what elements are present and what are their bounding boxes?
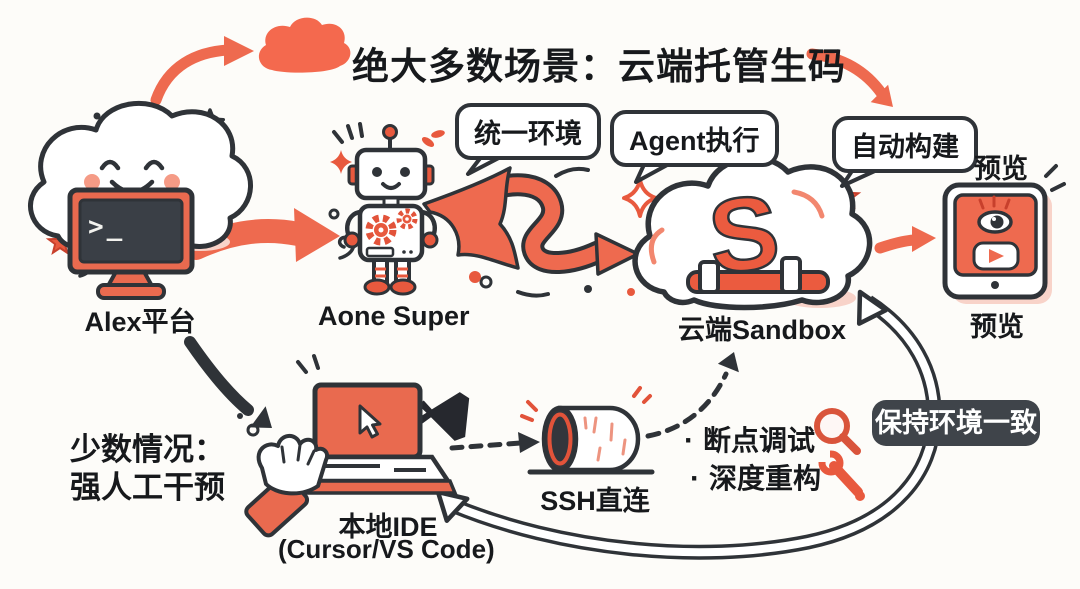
side-note-line1: 少数情况： (70, 432, 225, 467)
petal-icon (421, 137, 435, 147)
sparkle-icon (622, 178, 658, 218)
antenna-ball (382, 124, 398, 140)
cursor-icon (358, 404, 382, 439)
arrowhead-to-ide (435, 489, 470, 523)
hand (256, 434, 329, 496)
cloud-icon (258, 17, 351, 73)
magnifier-icon (814, 408, 861, 455)
arrow-robot-to-sandbox (456, 173, 640, 276)
terminal-prompt: >_ (88, 212, 126, 242)
preview-label-top: 预览 (974, 154, 1028, 184)
local-ide-illustration (244, 382, 470, 538)
robot-fist (343, 231, 361, 249)
robot-head (354, 147, 428, 201)
alex-platform-illustration (28, 100, 253, 300)
bullet-dot: · (684, 424, 694, 457)
arrowhead-to-sandbox (856, 289, 889, 326)
eye (143, 159, 165, 171)
robot-foot (389, 278, 417, 296)
vscode-logo-icon (416, 392, 470, 441)
bullet-label: 深度重构 (709, 463, 822, 494)
sandbox-label: 云端Sandbox (678, 315, 847, 345)
ssh-label: SSH直连 (540, 486, 650, 516)
terminal-screen (78, 198, 184, 264)
gear-icon (396, 208, 418, 230)
env-consistency-badge: 保持环境一致 (872, 400, 1040, 446)
robot-cape (422, 166, 520, 270)
bullet-deep-refactor: · 深度重构 (690, 457, 821, 497)
robot-fist (421, 231, 439, 249)
wrench-icon (818, 450, 865, 501)
cheek (84, 174, 100, 190)
preview-tablet (942, 182, 1052, 304)
ssh-tunnel-illustration (520, 386, 655, 475)
bullet-label: 断点调试 (703, 425, 816, 456)
bullet-breakpoint-debug: · 断点调试 (684, 419, 815, 459)
arrow-sandbox-to-preview (874, 226, 936, 254)
robot-foot (363, 278, 391, 296)
cheek (164, 174, 180, 190)
page-title: 绝大多数场景：云端托管生码 (352, 46, 846, 87)
arrow-alex-to-ide (184, 336, 272, 428)
gear-icon (365, 214, 397, 246)
arrow-title-to-preview (806, 48, 893, 107)
local-ide-sublabel: (Cursor/VS Code) (278, 534, 495, 564)
spark-lines (296, 122, 1066, 374)
preview-label-bottom: 预览 (970, 312, 1024, 342)
side-note-line2: 强人工干预 (70, 470, 225, 505)
alex-label: Alex平台 (84, 307, 196, 337)
tunnel-body (557, 405, 641, 473)
robot-illustration (343, 124, 520, 296)
robot-label: Aone Super (318, 301, 470, 331)
sparkle-icon (330, 150, 352, 174)
petal-icon (431, 130, 445, 138)
sync-arrow (435, 289, 942, 560)
bubble-agent-exec: Agent执行 (610, 110, 779, 167)
dotted-arrow-ssh-to-sandbox (645, 352, 739, 439)
eye (99, 159, 121, 171)
local-ide-label: 本地IDE (338, 512, 438, 542)
monitor-base (96, 283, 166, 300)
bubble-auto-build: 自动构建 (832, 116, 978, 173)
arrow-alex-to-cloudicon (150, 36, 254, 106)
home-button (991, 281, 999, 289)
bubble-unified-env: 统一环境 (455, 103, 601, 160)
bullet-dot: · (690, 462, 700, 495)
dotted-arrow-ide-to-ssh (449, 432, 540, 453)
sandbox-illustration: S (632, 155, 873, 311)
